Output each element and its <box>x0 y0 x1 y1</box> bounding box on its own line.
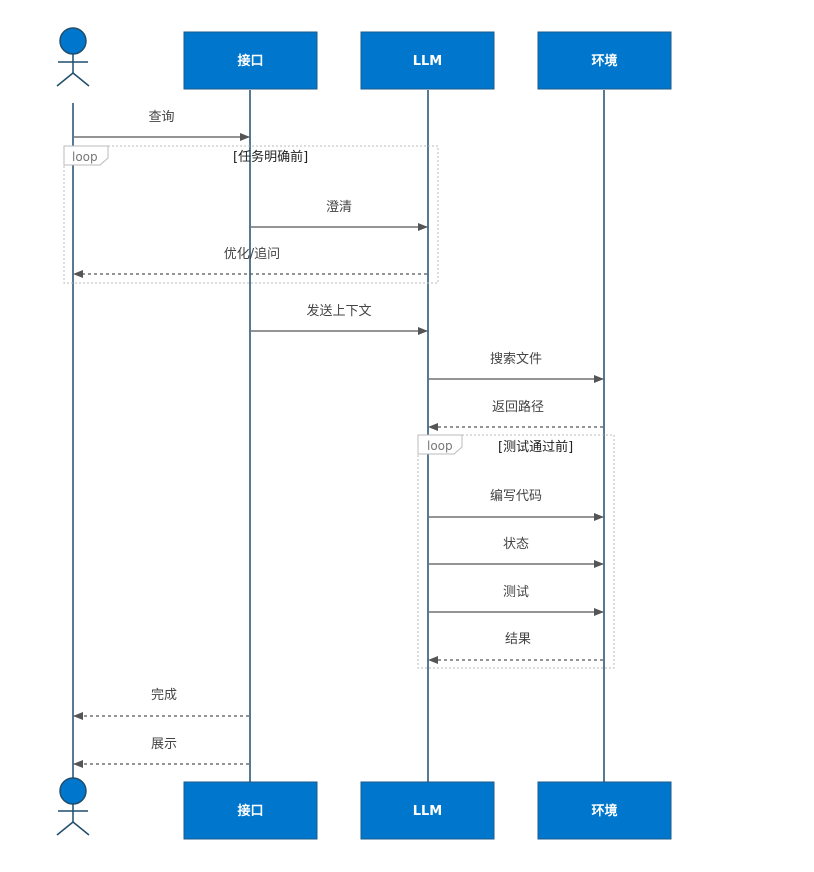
participant-llm-top: LLM <box>360 31 495 90</box>
loop-frame: loop [测试通过前] <box>417 434 615 669</box>
loop-condition: [任务明确前] <box>233 149 308 165</box>
message-label: 搜索文件 <box>490 352 542 367</box>
message: 澄清 <box>251 200 428 231</box>
actor-head <box>59 27 87 55</box>
loop-condition: [测试通过前] <box>498 439 573 455</box>
message-label: 展示 <box>151 737 177 752</box>
message: 状态 <box>429 537 604 568</box>
participant-label: 接口 <box>237 803 263 819</box>
loop-frame: loop [任务明确前] <box>63 145 439 284</box>
message-label: 状态 <box>503 537 529 552</box>
participant-interface-top: 接口 <box>183 31 318 90</box>
message: 完成 <box>73 688 249 720</box>
message: 编写代码 <box>429 489 604 521</box>
message-label: 查询 <box>148 110 174 125</box>
message: 优化/追问 <box>73 246 427 278</box>
participant-env-top: 环境 <box>537 31 672 90</box>
message-label: 编写代码 <box>490 489 542 504</box>
message-label: 完成 <box>151 688 177 703</box>
participant-env-bottom: 环境 <box>537 781 672 840</box>
actor-head <box>59 777 87 805</box>
message: 结果 <box>428 632 603 664</box>
message-label: 优化/追问 <box>224 246 280 262</box>
actor-bottom <box>56 777 90 836</box>
participant-label: 环境 <box>591 803 617 819</box>
participant-label: 环境 <box>591 53 617 69</box>
message: 发送上下文 <box>251 303 428 335</box>
participant-label: LLM <box>413 804 443 819</box>
participant-interface-bottom: 接口 <box>183 781 318 840</box>
loop-tag: loop <box>72 150 98 164</box>
message-label: 澄清 <box>326 200 352 215</box>
message: 查询 <box>74 110 250 141</box>
loop-tag: loop <box>427 439 453 453</box>
message-label: 返回路径 <box>492 399 544 415</box>
message: 返回路径 <box>428 399 603 431</box>
message: 展示 <box>73 737 249 768</box>
participant-llm-bottom: LLM <box>360 781 495 840</box>
message-label: 发送上下文 <box>306 303 371 319</box>
message-label: 结果 <box>505 632 531 647</box>
participant-label: 接口 <box>237 53 263 69</box>
message: 测试 <box>429 585 604 616</box>
participant-label: LLM <box>413 54 443 69</box>
message-label: 测试 <box>503 585 529 600</box>
actor-top <box>56 27 90 87</box>
message: 搜索文件 <box>429 352 604 383</box>
